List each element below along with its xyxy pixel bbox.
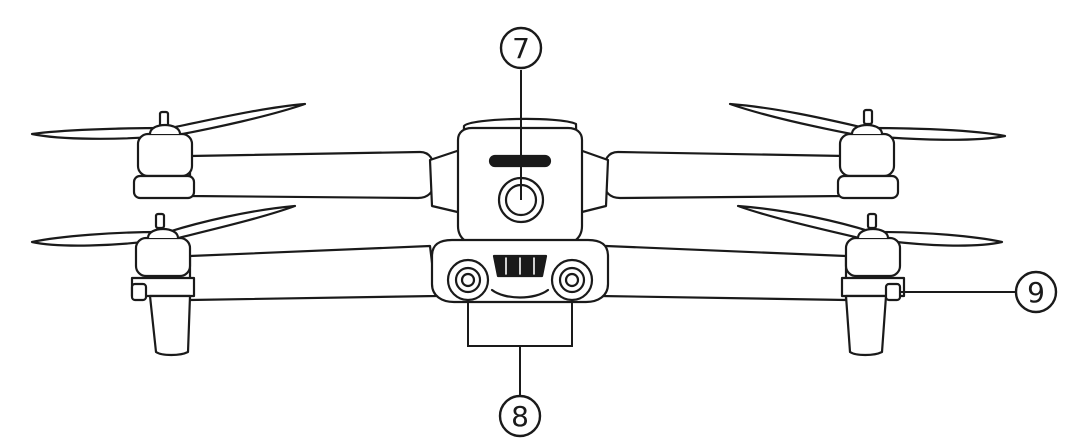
right-lower-propeller [736,204,1004,247]
callout-9-label: 9 [1027,276,1045,309]
callout-9: 9 [1014,270,1058,314]
left-upper-motor [132,123,196,200]
left-landing-leg [148,294,192,357]
callout-8: 8 [498,394,542,438]
right-lower-motor [840,227,906,357]
callout-8-label: 8 [511,400,529,433]
callout-leader-lines [467,70,1016,398]
leader-line-8 [467,300,573,347]
right-upper-motor [836,123,900,200]
left-lower-motor [130,227,196,357]
left-lower-arm [188,244,438,302]
callout-7: 7 [499,26,543,70]
right-lower-arm [598,244,848,302]
right-upper-arm [602,150,847,200]
left-vision-sensor [446,258,490,302]
right-vision-sensor [550,258,594,302]
right-upper-propeller [728,102,1007,141]
left-lower-propeller [30,204,297,247]
right-landing-leg [844,294,888,357]
left-upper-propeller [30,102,307,140]
left-upper-arm [188,150,436,200]
callout-7-label: 7 [512,32,530,65]
